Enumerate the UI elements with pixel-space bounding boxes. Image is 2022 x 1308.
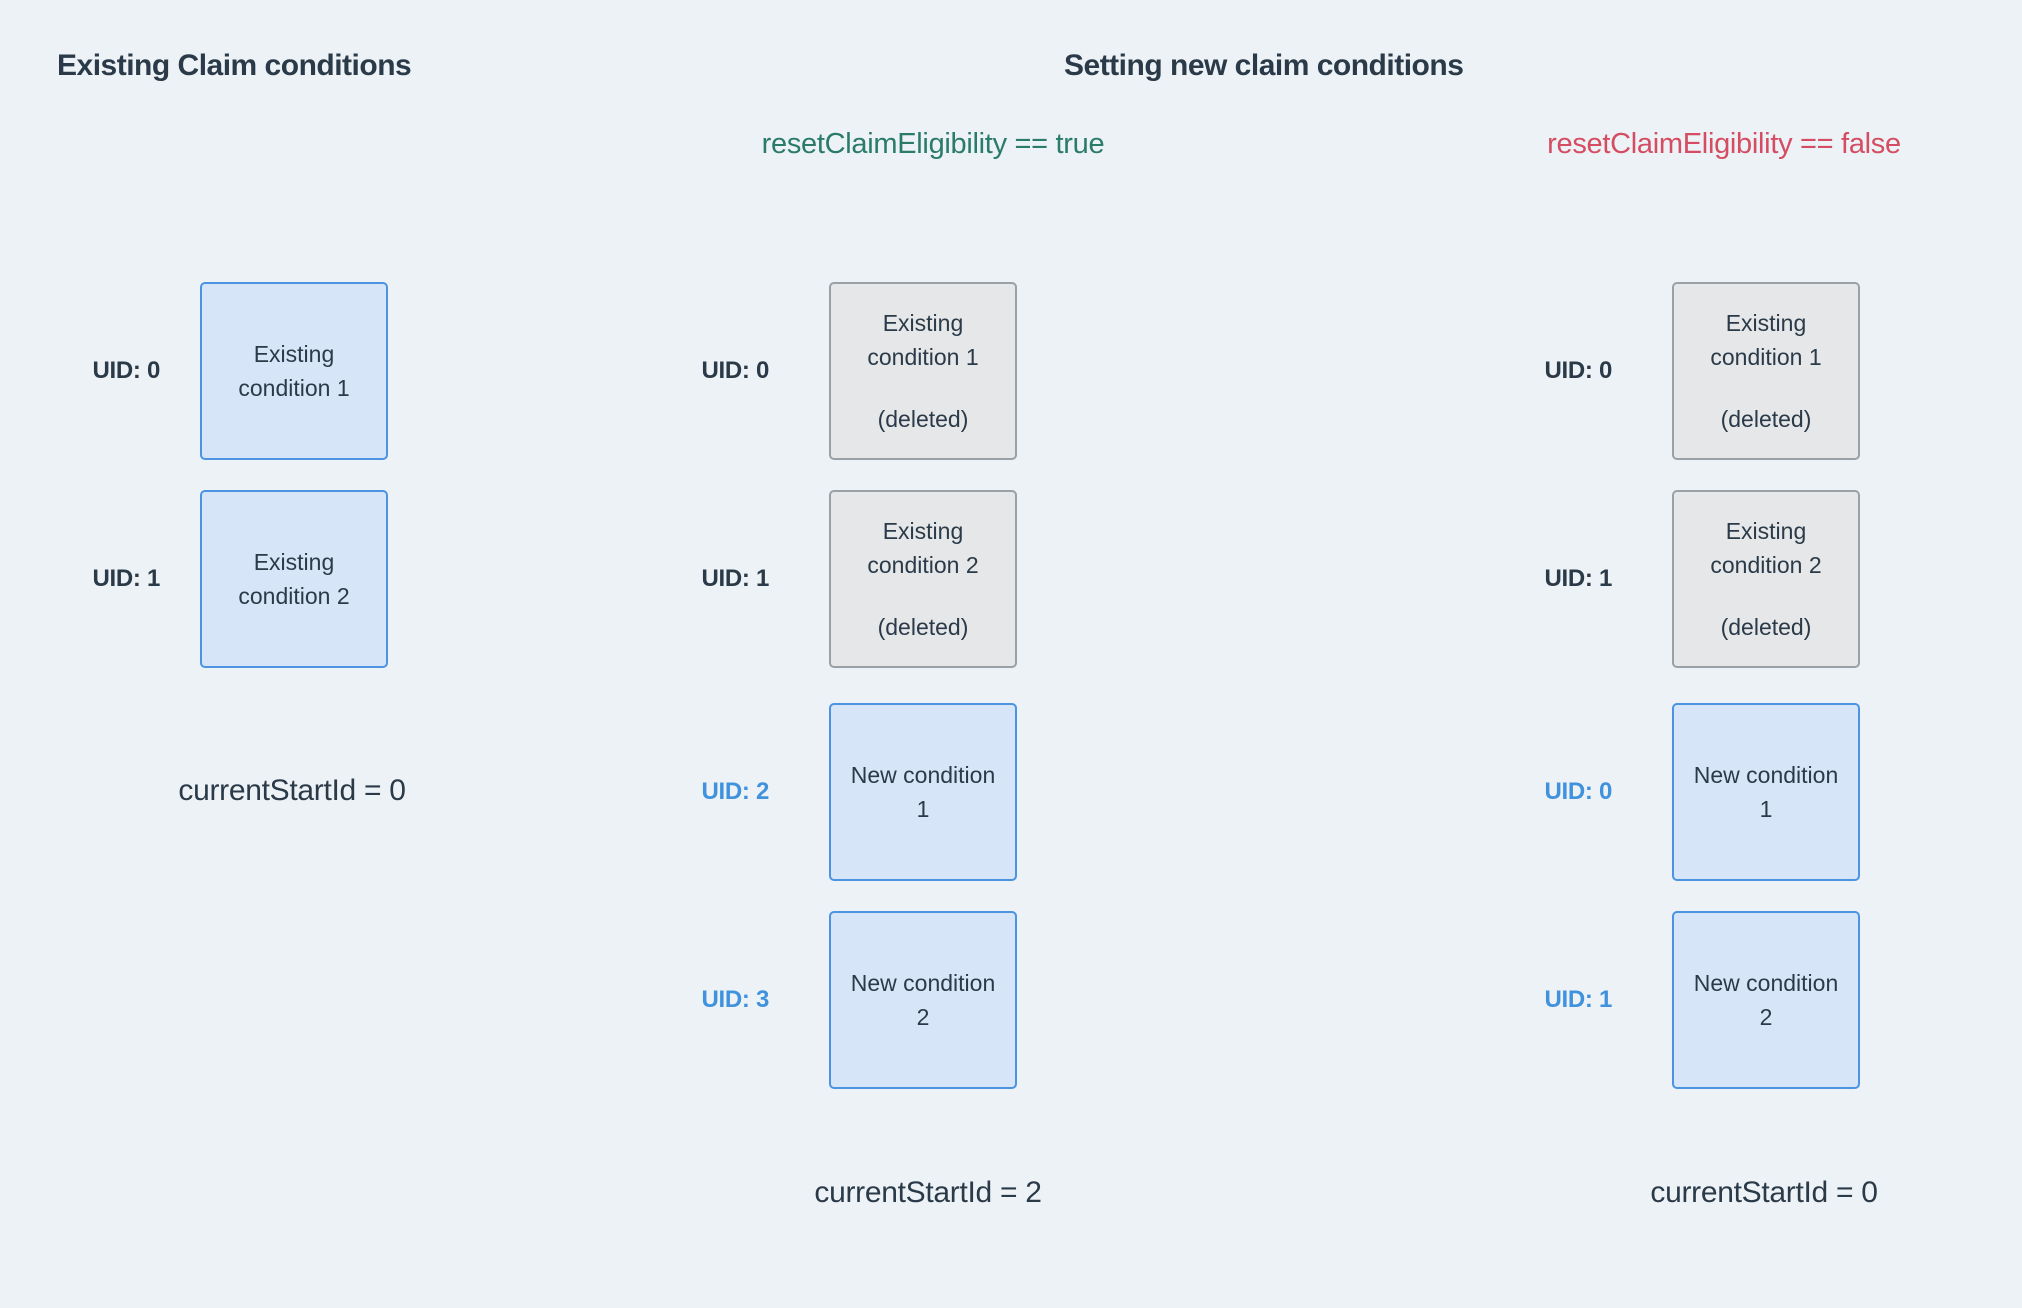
- condition-box-existing-2: Existing condition 2: [200, 490, 388, 668]
- condition-box-deleted-1: Existing condition 1 (deleted): [1672, 282, 1860, 460]
- condition-text-line: Existing: [882, 310, 964, 336]
- uid-label-new: UID: 2: [701, 778, 769, 805]
- reset-false-row-2: UID: 1 Existing condition 2 (deleted): [1544, 490, 1860, 668]
- reset-true-row-1: UID: 0 Existing condition 1 (deleted): [701, 282, 1017, 460]
- condition-text-line: condition 1: [238, 375, 350, 401]
- left-section-title: Existing Claim conditions: [57, 49, 412, 82]
- right-section-title: Setting new claim conditions: [1064, 49, 1464, 82]
- condition-box-deleted-2: Existing condition 2 (deleted): [829, 490, 1017, 668]
- condition-text-line: 2: [1759, 1004, 1773, 1030]
- reset-false-row-1: UID: 0 Existing condition 1 (deleted): [1544, 282, 1860, 460]
- condition-text-line: condition 2: [238, 583, 350, 609]
- condition-text-line: Existing: [253, 549, 335, 575]
- condition-text-line: New condition: [1693, 762, 1839, 788]
- deleted-note: (deleted): [1720, 614, 1812, 640]
- uid-label: UID: 1: [701, 565, 769, 592]
- reset-false-row-3: UID: 0 New condition 1: [1544, 703, 1860, 881]
- condition-text-line: New condition: [850, 970, 996, 996]
- condition-box-existing-1: Existing condition 1: [200, 282, 388, 460]
- condition-text-line: 1: [1759, 796, 1773, 822]
- condition-box-new-2: New condition 2: [829, 911, 1017, 1089]
- deleted-note: (deleted): [877, 406, 969, 432]
- reset-false-row-4: UID: 1 New condition 2: [1544, 911, 1860, 1089]
- reset-true-row-3: UID: 2 New condition 1: [701, 703, 1017, 881]
- reset-true-row-4: UID: 3 New condition 2: [701, 911, 1017, 1089]
- condition-text-line: 2: [916, 1004, 930, 1030]
- existing-condition-row-2: UID: 1 Existing condition 2: [92, 490, 388, 668]
- condition-text-line: Existing: [882, 518, 964, 544]
- condition-text-line: Existing: [253, 341, 335, 367]
- uid-label: UID: 0: [92, 357, 160, 384]
- condition-box-new-1: New condition 1: [829, 703, 1017, 881]
- condition-box-deleted-1: Existing condition 1 (deleted): [829, 282, 1017, 460]
- condition-text-line: condition 2: [867, 552, 979, 578]
- reset-false-label: resetClaimEligibility == false: [1547, 128, 1901, 160]
- condition-text-line: condition 2: [1710, 552, 1822, 578]
- reset-true-label: resetClaimEligibility == true: [761, 128, 1105, 160]
- current-start-id-reset-false: currentStartId = 0: [1650, 1176, 1878, 1209]
- condition-text-line: Existing: [1725, 518, 1807, 544]
- uid-label-new: UID: 1: [1544, 986, 1612, 1013]
- condition-text-line: New condition: [850, 762, 996, 788]
- uid-label: UID: 1: [1544, 565, 1612, 592]
- uid-label: UID: 0: [1544, 357, 1612, 384]
- reset-true-row-2: UID: 1 Existing condition 2 (deleted): [701, 490, 1017, 668]
- condition-text-line: condition 1: [1710, 344, 1822, 370]
- uid-label: UID: 1: [92, 565, 160, 592]
- existing-condition-row-1: UID: 0 Existing condition 1: [92, 282, 388, 460]
- condition-text-line: 1: [916, 796, 930, 822]
- uid-label: UID: 0: [701, 357, 769, 384]
- deleted-note: (deleted): [1720, 406, 1812, 432]
- condition-box-new-2: New condition 2: [1672, 911, 1860, 1089]
- uid-label-new: UID: 0: [1544, 778, 1612, 805]
- condition-text-line: New condition: [1693, 970, 1839, 996]
- current-start-id-reset-true: currentStartId = 2: [814, 1176, 1042, 1209]
- condition-box-deleted-2: Existing condition 2 (deleted): [1672, 490, 1860, 668]
- current-start-id-existing: currentStartId = 0: [178, 774, 406, 807]
- condition-box-new-1: New condition 1: [1672, 703, 1860, 881]
- uid-label-new: UID: 3: [701, 986, 769, 1013]
- condition-text-line: Existing: [1725, 310, 1807, 336]
- deleted-note: (deleted): [877, 614, 969, 640]
- condition-text-line: condition 1: [867, 344, 979, 370]
